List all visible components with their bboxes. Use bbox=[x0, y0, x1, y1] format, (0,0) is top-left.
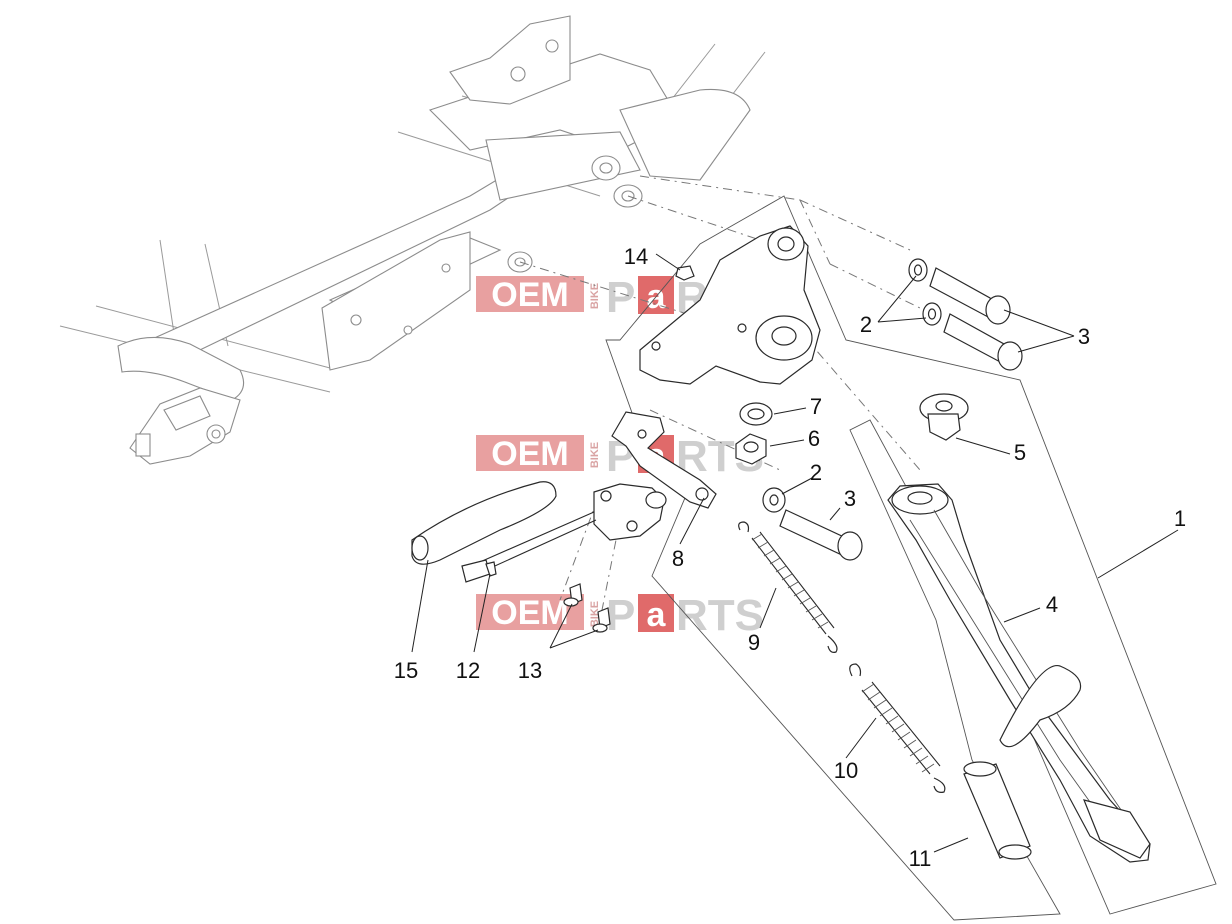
watermark-a-box bbox=[638, 594, 674, 632]
part-3-lower-bolt bbox=[779, 509, 863, 561]
watermark-parts-p: P bbox=[606, 273, 635, 322]
part-10-spring bbox=[849, 663, 946, 793]
part-label-2-lower: 2 bbox=[810, 460, 822, 485]
watermark-oem-box bbox=[476, 276, 584, 312]
part-6-nut bbox=[735, 433, 767, 465]
part-12-side-stand-switch bbox=[461, 483, 667, 583]
watermark-parts-rts: RTS bbox=[676, 591, 764, 640]
part-3-bolts bbox=[929, 267, 1023, 371]
watermark-oem-box bbox=[476, 435, 584, 471]
watermark-bottom: OEM BIKE P a RTS bbox=[476, 591, 764, 640]
watermark-bike-text: BIKE bbox=[589, 442, 601, 468]
part-8-bracket bbox=[611, 411, 717, 509]
watermark-parts-a: a bbox=[647, 278, 667, 316]
part-label-14: 14 bbox=[624, 244, 648, 269]
part-label-1: 1 bbox=[1174, 506, 1186, 531]
part-15-cable-sleeve bbox=[411, 481, 557, 565]
part-2-lower-washer bbox=[762, 487, 786, 513]
stand-mounting-bracket bbox=[639, 225, 821, 385]
part-label-7: 7 bbox=[810, 394, 822, 419]
part-label-3-lower: 3 bbox=[844, 486, 856, 511]
leader-lines bbox=[411, 253, 1179, 853]
part-label-13: 13 bbox=[518, 658, 542, 683]
watermark-oem-text: OEM bbox=[491, 594, 568, 632]
motorcycle-frame bbox=[59, 15, 766, 465]
part-label-2: 2 bbox=[860, 312, 872, 337]
part-11-sleeve bbox=[963, 761, 1032, 860]
part-4-side-stand bbox=[887, 483, 1151, 863]
part-label-10: 10 bbox=[834, 758, 858, 783]
watermark-bike-text: BIKE bbox=[589, 601, 601, 627]
part-13-screws bbox=[563, 583, 611, 633]
part-7-washer bbox=[739, 402, 773, 426]
part-label-4: 4 bbox=[1046, 592, 1058, 617]
watermark-parts-p: P bbox=[606, 591, 635, 640]
part-label-9: 9 bbox=[748, 630, 760, 655]
part-label-3: 3 bbox=[1078, 324, 1090, 349]
part-number-labels: 1 2 3 2 3 4 5 6 7 8 9 10 11 12 13 14 15 bbox=[394, 244, 1186, 871]
part-9-spring bbox=[738, 521, 838, 653]
watermark-oem-text: OEM bbox=[491, 435, 568, 473]
part-5-pivot-pin bbox=[919, 393, 969, 441]
part-label-8: 8 bbox=[672, 546, 684, 571]
part-label-5: 5 bbox=[1014, 440, 1026, 465]
part-14-nut bbox=[675, 265, 695, 281]
watermark-bike-text: BIKE bbox=[589, 283, 601, 309]
part-label-6: 6 bbox=[808, 426, 820, 451]
kit-outlines bbox=[605, 195, 1217, 921]
part-label-15: 15 bbox=[394, 658, 418, 683]
part-label-12: 12 bbox=[456, 658, 480, 683]
watermark-parts-a: a bbox=[647, 596, 667, 634]
part-label-11: 11 bbox=[909, 846, 932, 871]
watermark-oem-text: OEM bbox=[491, 276, 568, 314]
part-2-washers bbox=[908, 258, 942, 326]
